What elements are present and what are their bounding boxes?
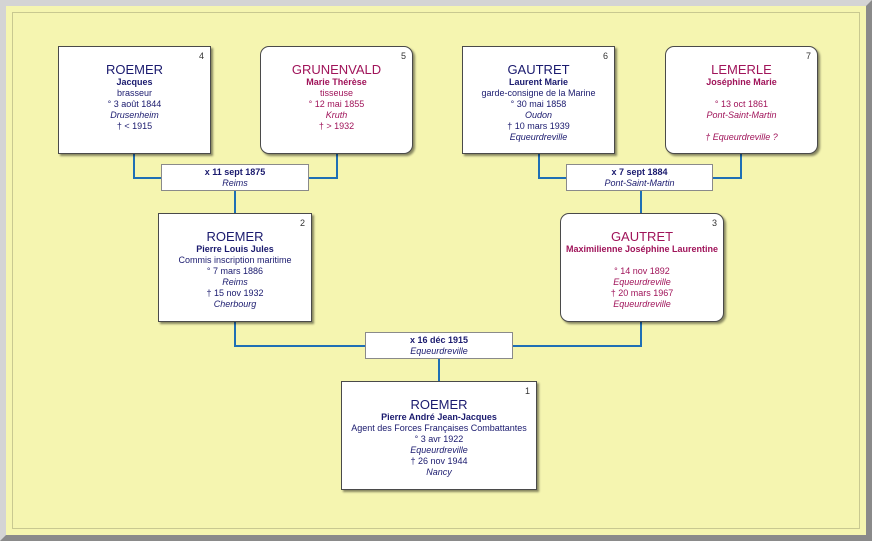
- marriage-label-2-3: x 16 déc 1915 Equeurdreville: [365, 332, 513, 359]
- marriage-date: x 11 sept 1875: [204, 167, 266, 177]
- person-box-6[interactable]: 6 GAUTRET Laurent Marie garde-consigne d…: [462, 46, 615, 154]
- sosa-number: 5: [400, 51, 406, 61]
- occupation: brasseur: [116, 88, 152, 98]
- marriage-place: Pont-Saint-Martin: [604, 178, 675, 188]
- birth-date: ° 12 mai 1855: [308, 99, 365, 109]
- death-date: † 20 mars 1967: [610, 288, 674, 298]
- occupation: Commis inscription maritime: [178, 255, 292, 265]
- person-box-3[interactable]: 3 GAUTRET Maximilienne Joséphine Laurent…: [560, 213, 724, 322]
- given-names: Joséphine Marie: [706, 77, 777, 87]
- birth-place: Kruth: [325, 110, 348, 120]
- birth-date: ° 30 mai 1858: [510, 99, 567, 109]
- given-names: Pierre Louis Jules: [196, 244, 274, 254]
- birth-date: ° 3 août 1844: [107, 99, 162, 109]
- sosa-number: 6: [602, 51, 608, 61]
- occupation: tisseuse: [319, 88, 354, 98]
- death-date: † < 1915: [116, 121, 153, 131]
- birth-place: Reims: [222, 277, 248, 287]
- birth-place: Drusenheim: [110, 110, 159, 120]
- birth-place: Equeurdreville: [613, 277, 671, 287]
- surname: GRUNENVALD: [291, 62, 382, 77]
- death-place: Cherbourg: [213, 299, 257, 309]
- death-place: † Equeurdreville ?: [705, 132, 778, 142]
- occupation: garde-consigne de la Marine: [481, 88, 596, 98]
- birth-place: Oudon: [524, 110, 553, 120]
- birth-place: Equeurdreville: [410, 445, 468, 455]
- person-box-5[interactable]: 5 GRUNENVALD Marie Thérèse tisseuse ° 12…: [260, 46, 413, 154]
- marriage-label-6-7: x 7 sept 1884 Pont-Saint-Martin: [566, 164, 713, 191]
- given-names: Laurent Marie: [508, 77, 568, 87]
- death-date: [666, 121, 817, 132]
- marriage-label-4-5: x 11 sept 1875 Reims: [161, 164, 309, 191]
- person-box-2[interactable]: 2 ROEMER Pierre Louis Jules Commis inscr…: [158, 213, 312, 322]
- given-names: Marie Thérèse: [306, 77, 367, 87]
- marriage-date: x 7 sept 1884: [611, 167, 668, 177]
- surname: LEMERLE: [711, 62, 772, 77]
- death-place: Equeurdreville: [613, 299, 671, 309]
- death-date: † 15 nov 1932: [206, 288, 264, 298]
- surname: GAUTRET: [610, 229, 674, 244]
- given-names: Maximilienne Joséphine Laurentine: [565, 244, 719, 254]
- birth-date: ° 7 mars 1886: [206, 266, 264, 276]
- marriage-date: x 16 déc 1915: [409, 335, 469, 345]
- person-box-7[interactable]: 7 LEMERLE Joséphine Marie ° 13 oct 1861 …: [665, 46, 818, 154]
- given-names: Pierre André Jean-Jacques: [381, 412, 497, 422]
- person-box-4[interactable]: 4 ROEMER Jacques brasseur ° 3 août 1844 …: [58, 46, 211, 154]
- birth-date: ° 3 avr 1922: [414, 434, 464, 444]
- marriage-place: Reims: [222, 178, 248, 188]
- sosa-number: 1: [524, 386, 530, 396]
- occupation: [561, 255, 723, 266]
- occupation: Agent des Forces Françaises Combattantes: [351, 423, 527, 433]
- surname: GAUTRET: [507, 62, 570, 77]
- occupation: [666, 88, 817, 99]
- sosa-number: 3: [711, 218, 717, 228]
- birth-place: Pont-Saint-Martin: [706, 110, 777, 120]
- surname: ROEMER: [105, 62, 164, 77]
- birth-date: ° 13 oct 1861: [714, 99, 769, 109]
- marriage-place: Equeurdreville: [410, 346, 468, 356]
- sosa-number: 4: [198, 51, 204, 61]
- surname: ROEMER: [410, 397, 468, 412]
- given-names: Jacques: [116, 77, 153, 87]
- person-box-1[interactable]: 1 ROEMER Pierre André Jean-Jacques Agent…: [341, 381, 537, 490]
- death-date: † 26 nov 1944: [410, 456, 468, 466]
- sosa-number: 7: [805, 51, 811, 61]
- sosa-number: 2: [299, 218, 305, 228]
- death-place: Equeurdreville: [509, 132, 568, 142]
- death-date: † > 1932: [318, 121, 355, 131]
- surname: ROEMER: [206, 229, 264, 244]
- birth-date: ° 14 nov 1892: [614, 266, 670, 276]
- death-place: Nancy: [426, 467, 452, 477]
- death-date: † 10 mars 1939: [507, 121, 570, 131]
